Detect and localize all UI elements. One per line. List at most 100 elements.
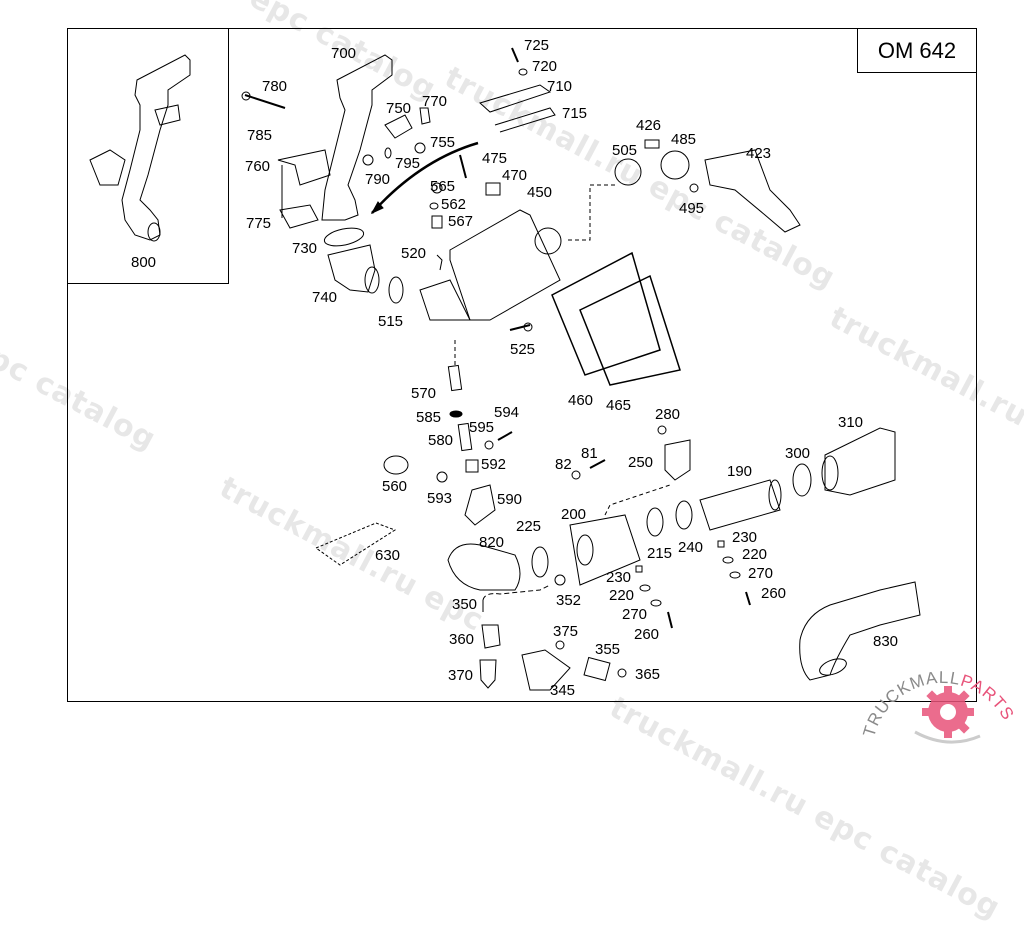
part-375-shape (555, 640, 565, 650)
callout-567[interactable]: 567 (448, 213, 474, 230)
callout-81[interactable]: 81 (581, 445, 598, 462)
callout-220[interactable]: 220 (609, 587, 635, 604)
callout-360[interactable]: 360 (449, 631, 475, 648)
callout-350[interactable]: 350 (452, 596, 478, 613)
callout-830[interactable]: 830 (873, 633, 899, 650)
callout-505[interactable]: 505 (612, 142, 638, 159)
callout-740[interactable]: 740 (312, 289, 338, 306)
callout-352[interactable]: 352 (556, 592, 582, 609)
callout-225[interactable]: 225 (516, 518, 542, 535)
callout-240[interactable]: 240 (678, 539, 704, 556)
callout-450[interactable]: 450 (527, 184, 553, 201)
callout-570[interactable]: 570 (411, 385, 437, 402)
callout-495[interactable]: 495 (679, 200, 705, 217)
callout-375[interactable]: 375 (553, 623, 579, 640)
callout-365[interactable]: 365 (635, 666, 661, 683)
callout-423[interactable]: 423 (746, 145, 772, 162)
callout-260[interactable]: 260 (634, 626, 660, 643)
part-525-shape (509, 324, 531, 331)
part-365-shape (617, 668, 627, 678)
callout-215[interactable]: 215 (647, 545, 673, 562)
part-830-outlet (819, 658, 847, 676)
callout-725[interactable]: 725 (524, 37, 550, 54)
callout-595[interactable]: 595 (469, 419, 495, 436)
callout-270[interactable]: 270 (748, 565, 774, 582)
callout-800[interactable]: 800 (131, 254, 157, 271)
callout-260[interactable]: 260 (761, 585, 787, 602)
callout-475[interactable]: 475 (482, 150, 508, 167)
callout-515[interactable]: 515 (378, 313, 404, 330)
callout-470[interactable]: 470 (502, 167, 528, 184)
callout-230[interactable]: 230 (732, 529, 758, 546)
callout-370[interactable]: 370 (448, 667, 474, 684)
inset-frame (67, 28, 229, 284)
callout-310[interactable]: 310 (838, 414, 864, 431)
part-240-shape (675, 500, 693, 530)
part-593-shape (436, 471, 448, 483)
callout-82[interactable]: 82 (555, 456, 572, 473)
callout-593[interactable]: 593 (427, 490, 453, 507)
callout-465[interactable]: 465 (606, 397, 632, 414)
callout-230[interactable]: 230 (606, 569, 632, 586)
callout-755[interactable]: 755 (430, 134, 456, 151)
part-780-head (241, 91, 251, 101)
callout-630[interactable]: 630 (375, 547, 401, 564)
callout-565[interactable]: 565 (430, 178, 456, 195)
callout-592[interactable]: 592 (481, 456, 507, 473)
callout-200[interactable]: 200 (561, 506, 587, 523)
part-725-shape (511, 47, 519, 63)
callout-820[interactable]: 820 (479, 534, 505, 551)
callout-485[interactable]: 485 (671, 131, 697, 148)
callout-190[interactable]: 190 (727, 463, 753, 480)
callout-760[interactable]: 760 (245, 158, 271, 175)
callout-280[interactable]: 280 (655, 406, 681, 423)
callout-720[interactable]: 720 (532, 58, 558, 75)
part-700-shape (321, 54, 393, 221)
callout-790[interactable]: 790 (365, 171, 391, 188)
part-450-shape (449, 209, 561, 321)
callout-590[interactable]: 590 (497, 491, 523, 508)
callout-700[interactable]: 700 (331, 45, 357, 62)
callout-345[interactable]: 345 (550, 682, 576, 699)
callout-715[interactable]: 715 (562, 105, 588, 122)
part-720-shape (518, 68, 528, 76)
callout-730[interactable]: 730 (292, 240, 318, 257)
callout-785[interactable]: 785 (247, 127, 273, 144)
callout-780[interactable]: 780 (262, 78, 288, 95)
callout-250[interactable]: 250 (628, 454, 654, 471)
callout-270[interactable]: 270 (622, 606, 648, 623)
callout-562[interactable]: 562 (441, 196, 467, 213)
callout-580[interactable]: 580 (428, 432, 454, 449)
part-260-shape (745, 591, 751, 606)
diagram-frame (67, 28, 977, 702)
callout-710[interactable]: 710 (547, 78, 573, 95)
engine-label: OM 642 (857, 28, 977, 73)
callout-775[interactable]: 775 (246, 215, 272, 232)
callout-770[interactable]: 770 (422, 93, 448, 110)
part-505-shape (614, 158, 642, 186)
part-270-shape (650, 599, 662, 607)
part-200-inlet (576, 534, 594, 566)
callout-220[interactable]: 220 (742, 546, 768, 563)
part-520-shape (436, 254, 443, 271)
callout-585[interactable]: 585 (416, 409, 442, 426)
callout-355[interactable]: 355 (595, 641, 621, 658)
part-780-shape (244, 94, 286, 109)
part-594-shape (497, 431, 513, 441)
part-300-shape (792, 463, 812, 497)
callout-300[interactable]: 300 (785, 445, 811, 462)
callout-460[interactable]: 460 (568, 392, 594, 409)
callout-560[interactable]: 560 (382, 478, 408, 495)
part-830-shape (799, 581, 921, 681)
callout-426[interactable]: 426 (636, 117, 662, 134)
part-423-shape (704, 149, 801, 233)
callout-594[interactable]: 594 (494, 404, 520, 421)
callout-795[interactable]: 795 (395, 155, 421, 172)
callout-750[interactable]: 750 (386, 100, 412, 117)
part-225-shape (531, 546, 549, 578)
part-81-shape (589, 459, 606, 469)
callout-520[interactable]: 520 (401, 245, 427, 262)
part-465-shape (579, 274, 681, 386)
callout-525[interactable]: 525 (510, 341, 536, 358)
part-230-shape (717, 540, 725, 548)
